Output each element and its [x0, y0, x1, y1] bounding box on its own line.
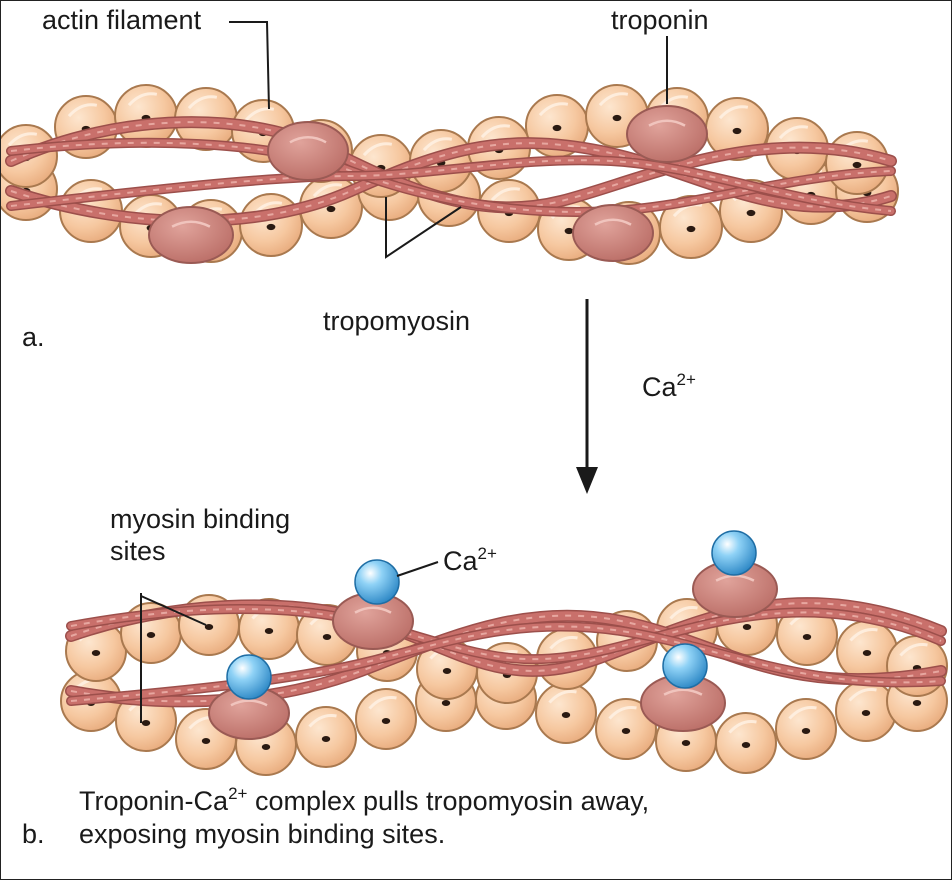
calcium-ions-b [226, 530, 757, 700]
binding-site-dot [861, 710, 871, 716]
calcium-ion [226, 654, 272, 700]
binding-site-dot [266, 223, 276, 231]
calcium-leader [396, 561, 439, 577]
troponin-complexes-b [208, 560, 778, 740]
calcium-ion [662, 643, 708, 689]
actin-subunit [595, 698, 657, 760]
binding-site-dot [621, 728, 631, 734]
panel-a-filament [1, 84, 899, 265]
actin-subunit [715, 712, 777, 774]
binding-site-dot [141, 720, 151, 726]
actin-subunits-a [1, 84, 899, 265]
binding-site-dot [732, 127, 742, 135]
tropomyosin-strand [6, 137, 896, 217]
binding-site-dot [381, 718, 391, 724]
calcium-label: Ca2+ [443, 544, 497, 577]
binding-sites-label-line2: sites [110, 536, 166, 566]
binding-site-dot [91, 650, 101, 656]
binding-site-dot [201, 738, 211, 744]
binding-sites-leader-upper [140, 595, 207, 626]
binding-site-dot [741, 742, 751, 748]
binding-site-dot [686, 225, 696, 233]
binding-site-dot [912, 700, 922, 706]
actin-subunit [775, 698, 837, 760]
tropomyosin-strand [66, 604, 946, 665]
caption-line1: Troponin-Ca2+ complex pulls tropomyosin … [79, 784, 650, 817]
troponin-complexes-a [148, 105, 708, 264]
binding-site-dot [746, 209, 756, 217]
binding-site-dot [441, 700, 451, 706]
actin-subunit [239, 193, 303, 257]
actin-subunit [295, 706, 357, 768]
binding-site-dot [204, 624, 214, 630]
actin-subunit [355, 688, 417, 750]
caption-line1-pre: Troponin-Ca [79, 786, 229, 816]
caption-line1-charge: 2+ [228, 784, 248, 803]
actin-subunit [835, 680, 897, 742]
troponin-complex [208, 686, 290, 740]
binding-site-dot [802, 634, 812, 640]
binding-site-dot [442, 668, 452, 674]
actin-subunit [535, 682, 597, 744]
binding-site-dot [322, 634, 332, 640]
calcium-charge: 2+ [477, 544, 497, 563]
arrow-calcium-symbol: Ca [642, 372, 677, 402]
calcium-symbol: Ca [443, 546, 478, 576]
binding-site-dot [801, 728, 811, 734]
binding-site-dot [321, 736, 331, 742]
binding-sites-label-line1: myosin binding [110, 504, 291, 534]
binding-site-dot [326, 205, 336, 213]
actin-subunit [114, 84, 178, 148]
tropomyosin-label: tropomyosin [323, 306, 471, 336]
caption-line1-post: complex pulls tropomyosin away, [247, 786, 650, 816]
tropomyosin-strand [6, 155, 896, 216]
binding-site-dot [742, 624, 752, 630]
caption-line2: exposing myosin binding sites. [79, 819, 446, 849]
binding-site-dot [681, 740, 691, 746]
calcium-ion [711, 530, 757, 576]
troponin-complex [267, 121, 349, 181]
panel-b-filament [60, 530, 948, 776]
binding-site-dot [552, 124, 562, 132]
calcium-arrow [576, 299, 598, 494]
troponin-complex [692, 560, 778, 618]
binding-site-dot [264, 628, 274, 634]
troponin-complex [572, 204, 654, 262]
actin-filament-leader [229, 21, 270, 110]
calcium-ion [354, 559, 400, 605]
binding-site-dot [261, 744, 271, 750]
leader-lines [140, 21, 668, 723]
panel-b-letter: b. [22, 819, 45, 849]
binding-site-dot [612, 114, 622, 122]
troponin-complex [626, 105, 708, 163]
troponin-label: troponin [611, 5, 709, 35]
troponin-complex [148, 206, 234, 264]
arrow-calcium-label: Ca2+ [642, 370, 696, 403]
panel-a-letter: a. [22, 322, 45, 352]
binding-site-dot [561, 712, 571, 718]
actin-filament-label: actin filament [42, 5, 202, 35]
binding-site-dot [852, 161, 862, 169]
tropomyosin-leader [385, 197, 462, 259]
binding-site-dot [146, 632, 156, 638]
binding-site-dot [564, 227, 574, 235]
binding-site-dot [862, 650, 872, 656]
arrow-calcium-charge: 2+ [676, 370, 696, 389]
